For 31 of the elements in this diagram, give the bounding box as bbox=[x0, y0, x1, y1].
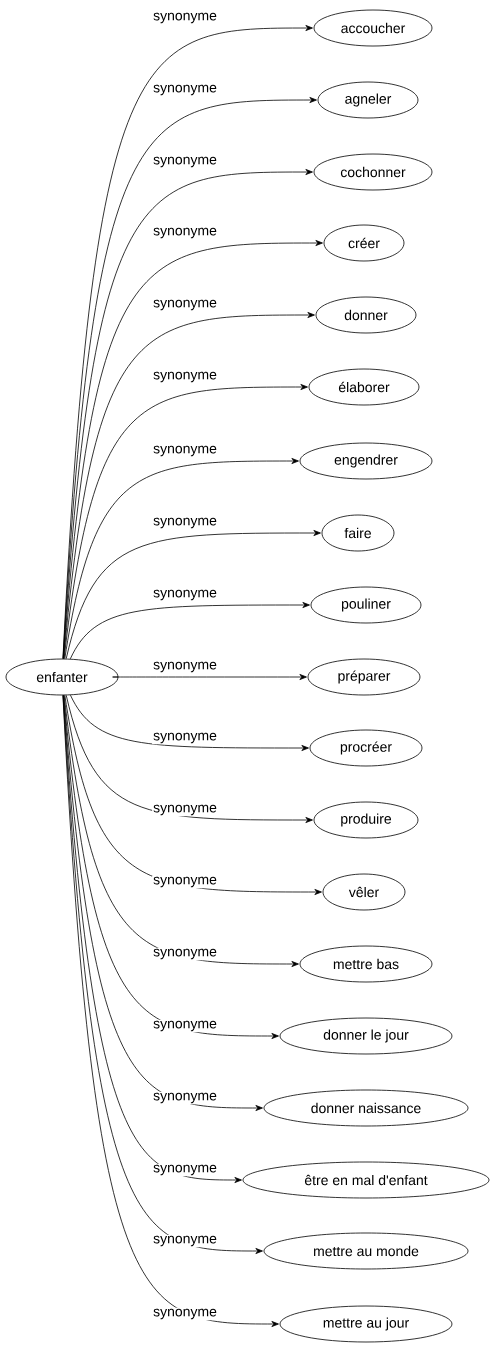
edge-label: synonyme bbox=[152, 298, 218, 312]
arrow bbox=[69, 602, 310, 660]
arrow bbox=[112, 674, 307, 680]
arrow bbox=[63, 695, 279, 1039]
edge-label: synonyme bbox=[152, 803, 218, 817]
arrow bbox=[64, 458, 299, 660]
edge-label: synonyme bbox=[152, 1163, 218, 1177]
edge-label: synonyme bbox=[152, 1307, 218, 1321]
edge-label: synonyme bbox=[152, 11, 218, 25]
edge-label: synonyme bbox=[152, 731, 218, 745]
edge-label: synonyme bbox=[152, 83, 218, 97]
edge-label: synonyme bbox=[152, 226, 218, 240]
edge-label: synonyme bbox=[152, 1019, 218, 1033]
edge-label: synonyme bbox=[152, 516, 218, 530]
arrow bbox=[63, 695, 299, 967]
edge-label: synonyme bbox=[152, 1091, 218, 1105]
edge-label: synonyme bbox=[152, 875, 218, 889]
arrow bbox=[63, 312, 315, 659]
arrow bbox=[62, 695, 279, 1327]
arrow bbox=[65, 530, 321, 660]
edge-label: synonyme bbox=[152, 370, 218, 384]
edge-label: synonyme bbox=[152, 588, 218, 602]
arrow bbox=[65, 694, 313, 823]
edge-label: synonyme bbox=[152, 660, 218, 674]
edge-label: synonyme bbox=[152, 947, 218, 961]
arrow bbox=[64, 695, 322, 895]
arrow bbox=[63, 384, 308, 659]
arrow bbox=[70, 694, 309, 751]
edge-label: synonyme bbox=[152, 1234, 218, 1248]
edge-label: synonyme bbox=[152, 155, 218, 169]
edge-label: synonyme bbox=[152, 444, 218, 458]
